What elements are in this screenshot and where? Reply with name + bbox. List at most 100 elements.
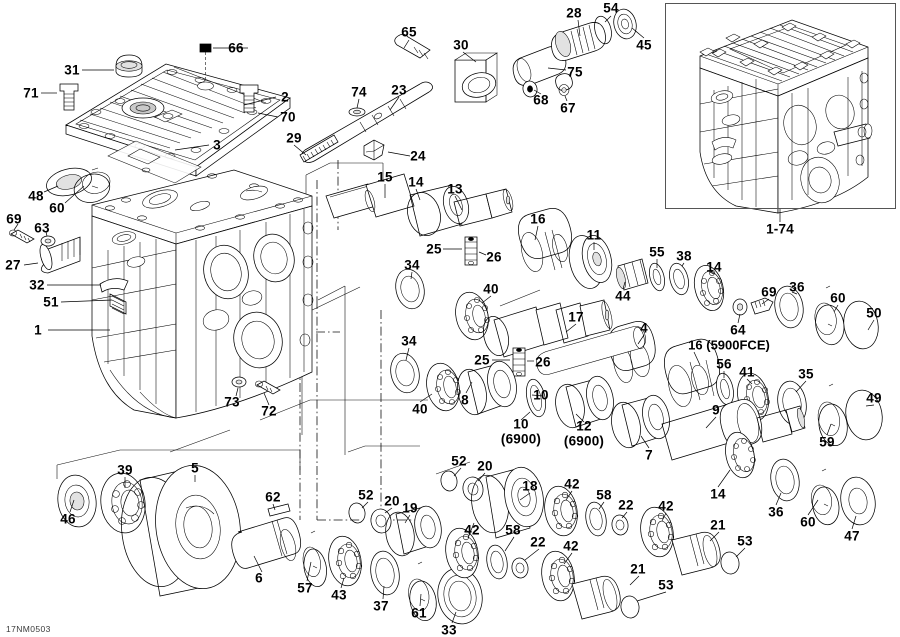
callout-1: 1 bbox=[34, 322, 42, 338]
callout-17: 17 bbox=[568, 309, 584, 325]
part-53-oring-b bbox=[620, 595, 640, 619]
callout-69: 69 bbox=[6, 211, 22, 227]
callout-30: 30 bbox=[453, 37, 469, 53]
callout-41: 41 bbox=[739, 364, 755, 380]
part-18-gear bbox=[471, 466, 544, 539]
callout-25: 25 bbox=[474, 352, 490, 368]
callout-14: 14 bbox=[710, 486, 726, 502]
callout-13: 13 bbox=[447, 181, 463, 197]
part-44-coupler bbox=[616, 258, 649, 291]
callout-10: 10 bbox=[533, 387, 549, 403]
part-38-shim bbox=[669, 262, 689, 296]
part-39-bearing bbox=[100, 472, 146, 534]
part-10-6900-bushing-a bbox=[525, 378, 547, 418]
part-14-bearing-upper bbox=[693, 265, 725, 311]
part-62-pin bbox=[267, 503, 291, 517]
callout-26: 26 bbox=[535, 354, 551, 370]
callout-9: 9 bbox=[712, 402, 720, 418]
part-60-snapring-lower bbox=[811, 468, 840, 525]
callout-16-5900fce: 16 (5900FCE) bbox=[688, 337, 770, 353]
callout-40: 40 bbox=[483, 281, 499, 297]
callout-62: 62 bbox=[265, 489, 281, 505]
callout-52: 52 bbox=[358, 487, 374, 503]
part-34-shim-a bbox=[395, 268, 425, 310]
part-1-main-housing bbox=[91, 169, 314, 419]
part-58-ring-b bbox=[486, 544, 508, 580]
part-45-cap bbox=[613, 8, 637, 40]
part-54-oring bbox=[594, 15, 612, 45]
part-21-stub-b bbox=[571, 575, 621, 620]
part-57-snapring bbox=[302, 530, 327, 587]
callout-71: 71 bbox=[23, 85, 39, 101]
bottom-left-assembly bbox=[57, 464, 483, 625]
callout-21: 21 bbox=[710, 517, 726, 533]
part-22-washer-a bbox=[611, 514, 629, 536]
part-58-ring-a bbox=[585, 501, 607, 537]
part-19-gear bbox=[385, 505, 442, 557]
callout-42: 42 bbox=[464, 522, 480, 538]
callout-8: 8 bbox=[461, 392, 469, 408]
part-70-bolt bbox=[239, 84, 259, 113]
callout-31: 31 bbox=[64, 62, 80, 78]
part-71-bolt bbox=[59, 83, 79, 111]
part-49-plug bbox=[845, 389, 883, 441]
part-60-snapring-upper bbox=[814, 285, 845, 346]
callout-35: 35 bbox=[798, 366, 814, 382]
callout-34: 34 bbox=[404, 257, 420, 273]
bottom-right-assembly bbox=[348, 466, 740, 620]
part-36-seal-upper bbox=[774, 285, 804, 329]
callout-64: 64 bbox=[730, 322, 746, 338]
callout-18: 18 bbox=[522, 478, 538, 494]
part-48-seal bbox=[46, 167, 92, 197]
part-32-lever bbox=[99, 278, 129, 293]
inset-frame bbox=[665, 3, 896, 209]
callout-66: 66 bbox=[228, 40, 244, 56]
part-56-ring bbox=[716, 372, 734, 406]
part-14-bearing-lower bbox=[725, 431, 756, 479]
callout-46: 46 bbox=[60, 511, 76, 527]
callout-69: 69 bbox=[761, 284, 777, 300]
callout-63: 63 bbox=[34, 220, 50, 236]
part-52-oring-a bbox=[348, 502, 366, 524]
callout-50: 50 bbox=[866, 305, 882, 321]
part-42-bearing-b bbox=[640, 506, 675, 558]
part-13-spline bbox=[453, 188, 514, 227]
callout-65: 65 bbox=[401, 24, 417, 40]
callout-40: 40 bbox=[412, 401, 428, 417]
part-8-gear bbox=[457, 360, 517, 416]
part-64-washer bbox=[732, 298, 748, 316]
callout-60: 60 bbox=[49, 200, 65, 216]
callout-38: 38 bbox=[676, 248, 692, 264]
part-43-bearing bbox=[328, 535, 363, 587]
part-65-bolt bbox=[394, 33, 431, 60]
part-31-cap bbox=[115, 54, 143, 78]
callout-67: 67 bbox=[560, 100, 576, 116]
part-17-gearshaft bbox=[483, 299, 613, 358]
shifter-group bbox=[299, 8, 637, 163]
callout-2: 2 bbox=[281, 89, 289, 105]
part-5-large-gear bbox=[121, 464, 241, 597]
part-60-snapring-left bbox=[73, 167, 111, 203]
part-20-washer-a bbox=[370, 508, 392, 534]
part-30-bracket bbox=[454, 52, 498, 103]
callout-21: 21 bbox=[630, 561, 646, 577]
part-69-screw-left bbox=[9, 229, 35, 244]
callout-57: 57 bbox=[297, 580, 313, 596]
callout-20: 20 bbox=[477, 458, 493, 474]
callout-4: 4 bbox=[640, 320, 648, 336]
part-40-bearing-b bbox=[426, 362, 461, 412]
part-16-5900fce-hub bbox=[664, 338, 720, 407]
callout-29: 29 bbox=[286, 130, 302, 146]
part-10-sleeve bbox=[536, 326, 646, 375]
callout-55: 55 bbox=[649, 244, 665, 260]
part-42-bearing-c bbox=[445, 527, 480, 579]
callout-23: 23 bbox=[391, 82, 407, 98]
callout-22: 22 bbox=[618, 497, 634, 513]
callout-25: 25 bbox=[426, 241, 442, 257]
part-11-gear bbox=[568, 235, 613, 289]
part-14-gearcluster bbox=[407, 184, 470, 237]
part-66-plug bbox=[197, 43, 214, 91]
callout-14: 14 bbox=[706, 259, 722, 275]
